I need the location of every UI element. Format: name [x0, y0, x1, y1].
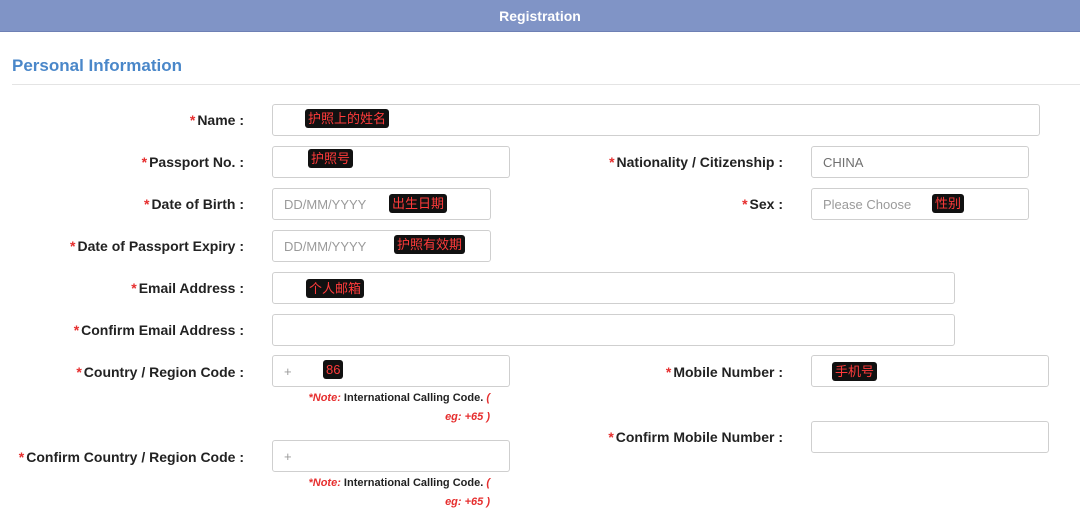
email-label: *Email Address :	[131, 280, 244, 296]
name-label: *Name :	[190, 112, 244, 128]
note-example: eg: +65 )	[445, 496, 490, 508]
required-mark: *	[665, 364, 672, 380]
passport-expiry-placeholder: DD/MM/YYYY	[284, 238, 367, 254]
confirm-country-code-label: *Confirm Country / Region Code :	[19, 449, 244, 465]
name-input[interactable]	[272, 104, 1040, 136]
name-annotation: 护照上的姓名	[305, 109, 390, 128]
confirm-mobile-label-text: Confirm Mobile Number :	[615, 429, 783, 445]
required-mark: *	[76, 364, 82, 380]
country-code-annotation: 86	[323, 360, 344, 379]
confirm-mobile-input[interactable]	[811, 421, 1049, 453]
note-example: eg: +65 )	[445, 411, 490, 423]
confirm-email-input[interactable]	[272, 314, 955, 346]
passport-expiry-annotation: 护照有效期	[394, 235, 466, 254]
country-code-note: *Note: International Calling Code. ( eg:…	[230, 389, 490, 427]
note-prefix: *Note:	[308, 477, 341, 489]
mobile-label: *Mobile Number :	[666, 364, 783, 380]
nationality-value: CHINA	[823, 154, 864, 170]
country-code-input[interactable]: +	[272, 355, 510, 387]
required-mark: *	[131, 280, 137, 296]
name-label-text: Name :	[197, 112, 244, 128]
required-mark: *	[609, 154, 615, 170]
confirm-country-code-label-text: Confirm Country / Region Code :	[26, 449, 244, 465]
registration-header: Registration	[0, 0, 1080, 32]
email-annotation: 个人邮箱	[306, 279, 365, 298]
country-code-label: *Country / Region Code :	[76, 364, 244, 380]
required-mark: *	[143, 196, 150, 212]
note-paren: (	[486, 392, 490, 404]
section-title: Personal Information	[12, 56, 183, 75]
country-code-label-text: Country / Region Code :	[83, 364, 244, 380]
mobile-label-text: Mobile Number :	[673, 364, 783, 380]
sex-annotation: 性别	[932, 194, 965, 213]
confirm-country-code-prefix: +	[284, 448, 292, 464]
dob-input[interactable]: DD/MM/YYYY	[272, 188, 491, 220]
email-input[interactable]	[272, 272, 955, 304]
passport-no-annotation: 护照号	[308, 149, 354, 168]
sex-label: *Sex :	[742, 196, 783, 212]
nationality-label-text: Nationality / Citizenship :	[616, 154, 783, 170]
required-mark: *	[141, 154, 148, 170]
passport-expiry-label: *Date of Passport Expiry :	[70, 238, 244, 254]
country-code-prefix: +	[284, 363, 292, 379]
confirm-email-label-text: Confirm Email Address :	[81, 322, 244, 338]
note-text: International Calling Code.	[343, 477, 484, 489]
nationality-input[interactable]: CHINA	[811, 146, 1029, 178]
header-title: Registration	[499, 7, 581, 24]
passport-expiry-label-text: Date of Passport Expiry :	[77, 238, 245, 254]
mobile-annotation: 手机号	[832, 362, 878, 381]
section-divider	[12, 84, 1080, 85]
confirm-country-code-input[interactable]: +	[272, 440, 510, 472]
passport-no-label-text: Passport No. :	[149, 154, 244, 170]
required-mark: *	[18, 449, 25, 465]
dob-placeholder: DD/MM/YYYY	[284, 196, 367, 212]
note-text: International Calling Code.	[343, 392, 484, 404]
email-label-text: Email Address :	[138, 280, 244, 296]
note-paren: (	[486, 477, 490, 489]
sex-select[interactable]: Please Choose	[811, 188, 1029, 220]
confirm-country-code-note: *Note: International Calling Code. ( eg:…	[230, 474, 490, 512]
required-mark: *	[70, 238, 76, 254]
confirm-mobile-label: *Confirm Mobile Number :	[608, 429, 783, 445]
dob-label-text: Date of Birth :	[151, 196, 244, 212]
dob-label: *Date of Birth :	[144, 196, 244, 212]
required-mark: *	[742, 196, 748, 212]
required-mark: *	[73, 322, 80, 338]
required-mark: *	[608, 429, 614, 445]
passport-no-label: *Passport No. :	[142, 154, 244, 170]
sex-placeholder: Please Choose	[823, 196, 912, 212]
sex-label-text: Sex :	[749, 196, 783, 212]
confirm-email-label: *Confirm Email Address :	[74, 322, 244, 338]
required-mark: *	[189, 112, 196, 128]
nationality-label: *Nationality / Citizenship :	[609, 154, 783, 170]
dob-annotation: 出生日期	[389, 194, 448, 213]
note-prefix: *Note:	[308, 392, 341, 404]
